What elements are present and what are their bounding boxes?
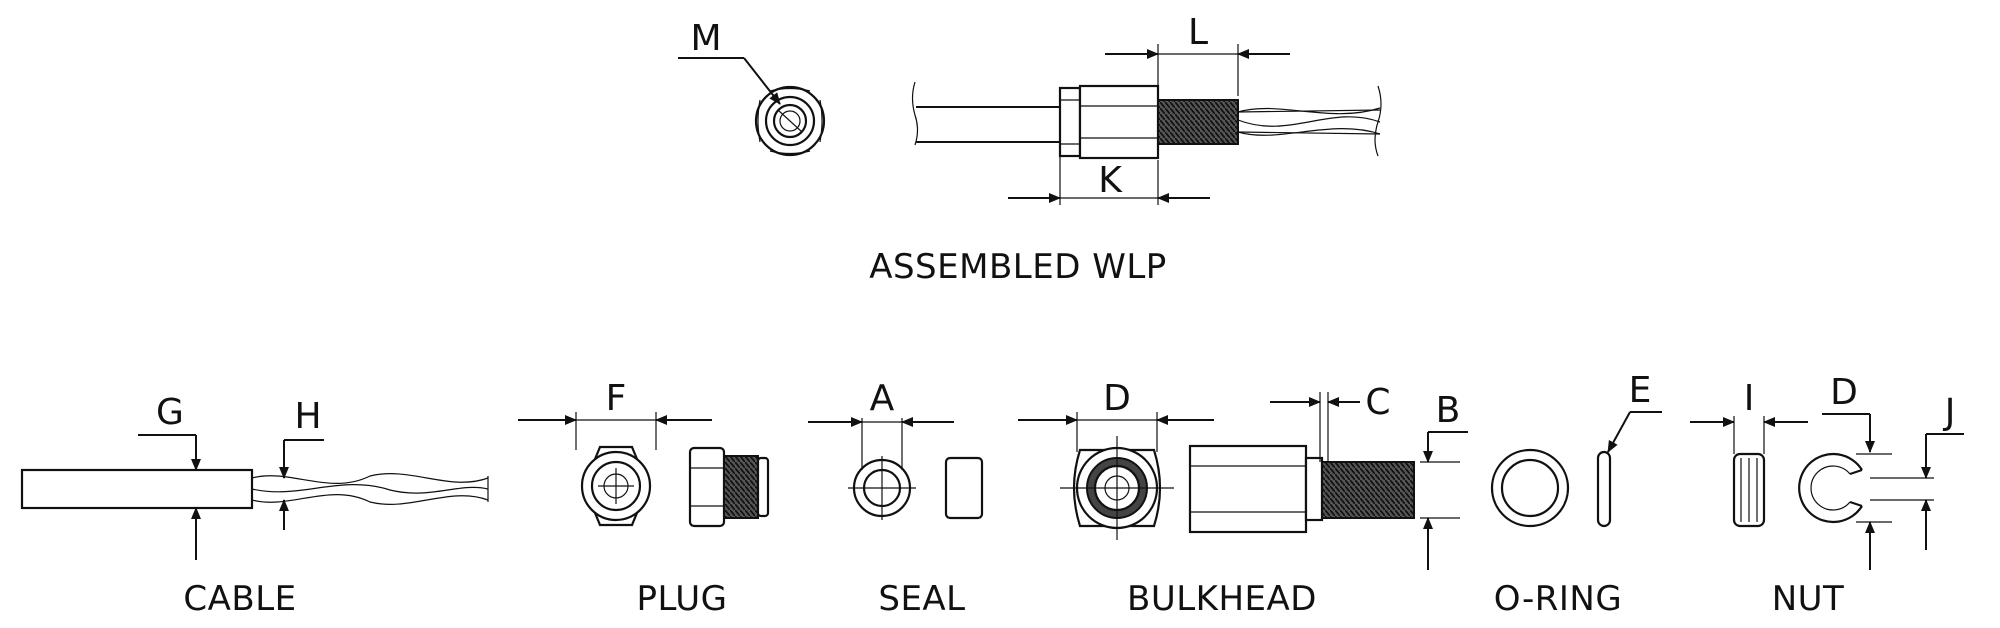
nut-group: I D J NUT — [1690, 372, 1964, 619]
plug-group: F PLUG — [518, 378, 770, 619]
part-label-bulkhead: BULKHEAD — [1127, 579, 1317, 619]
dim-I: I — [1690, 378, 1808, 454]
dim-J: J — [1870, 392, 1964, 550]
seal-group: A SEAL — [808, 378, 984, 619]
dim-D-nut: D — [1822, 372, 1892, 570]
dim-label-C: C — [1365, 382, 1390, 423]
dim-label-E: E — [1629, 370, 1652, 411]
part-label-seal: SEAL — [878, 579, 965, 619]
dim-label-L: L — [1188, 12, 1208, 53]
dim-label-H: H — [294, 396, 321, 437]
dim-A: A — [808, 378, 954, 470]
dim-F: F — [518, 378, 712, 450]
part-label-plug: PLUG — [637, 579, 728, 619]
part-label-cable: CABLE — [183, 579, 296, 619]
dim-K: K — [1008, 156, 1210, 205]
bulkhead-end-view — [1060, 436, 1174, 540]
dim-G: G — [138, 392, 201, 560]
dim-label-F: F — [606, 378, 627, 419]
dim-label-I: I — [1744, 378, 1755, 419]
dim-label-G: G — [156, 392, 184, 433]
dim-label-A: A — [870, 378, 895, 419]
dim-M: M — [678, 18, 781, 105]
dim-L: L — [1105, 12, 1290, 96]
dim-label-D: D — [1103, 378, 1131, 419]
assembled-wlp-heading: ASSEMBLED WLP — [869, 247, 1167, 287]
nut-side-view — [1732, 452, 1766, 528]
dim-label-M: M — [690, 18, 721, 59]
bulkhead-side-view — [1188, 444, 1415, 534]
dim-label-B: B — [1436, 390, 1461, 431]
dim-H: H — [279, 396, 324, 530]
dim-label-D-nut: D — [1830, 372, 1858, 413]
assembled-end-view — [754, 85, 826, 157]
dim-label-K: K — [1098, 160, 1123, 201]
plug-end-view — [580, 445, 652, 527]
dim-D: D — [1018, 378, 1214, 452]
dim-C: C — [1270, 382, 1391, 462]
plug-side-view — [688, 446, 770, 528]
part-label-oring: O-RING — [1494, 579, 1622, 619]
dim-E: E — [1607, 370, 1662, 453]
cable-group: G H CABLE — [20, 392, 489, 619]
assembled-wlp-group: M L — [678, 12, 1382, 287]
dim-B: B — [1420, 390, 1468, 570]
nut-end-view — [1798, 452, 1863, 524]
oring-group: E O-RING — [1490, 370, 1662, 619]
part-label-nut: NUT — [1772, 579, 1845, 619]
dim-label-J: J — [1943, 392, 1956, 433]
bulkhead-group: D C B BULKHEAD — [1018, 378, 1468, 619]
assembled-side-view — [911, 81, 1382, 160]
